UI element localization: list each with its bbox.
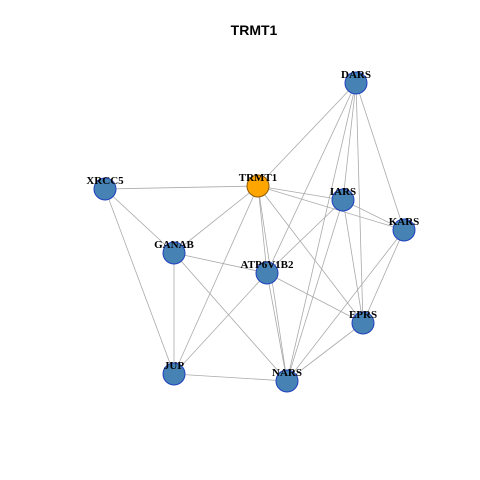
edge-ganab-atp6v1b2 [173, 252, 268, 274]
graph-title: TRMT1 [231, 22, 278, 38]
node-nars[interactable] [275, 369, 299, 393]
edge-kars-eprs [362, 229, 405, 324]
edge-eprs-atp6v1b2 [266, 272, 364, 324]
edge-atp6v1b2-nars [266, 272, 288, 382]
edge-iars-eprs [342, 199, 364, 324]
edge-trmt1-kars [257, 185, 405, 231]
edges-layer [104, 82, 405, 382]
node-label-atp6v1b2: ATP6V1B2 [241, 259, 294, 271]
edge-kars-nars [286, 229, 405, 382]
nodes-layer [93, 71, 416, 393]
edge-iars-nars [286, 199, 344, 382]
edge-xrcc5-jup [104, 188, 175, 375]
edge-trmt1-jup [173, 185, 259, 375]
node-label-kars: KARS [389, 216, 420, 228]
edge-iars-atp6v1b2 [266, 199, 344, 274]
node-label-xrcc5: XRCC5 [86, 175, 124, 187]
edge-trmt1-nars [257, 185, 288, 382]
node-label-jup: JUP [164, 360, 184, 372]
node-ganab[interactable] [162, 241, 186, 265]
edge-dars-atp6v1b2 [266, 82, 357, 274]
node-kars[interactable] [392, 218, 416, 242]
edge-dars-eprs [355, 82, 364, 324]
edge-xrcc5-ganab [104, 188, 175, 254]
edge-eprs-nars [286, 322, 364, 382]
edge-trmt1-ganab [173, 185, 259, 254]
node-label-iars: IARS [330, 186, 356, 198]
node-eprs[interactable] [351, 311, 375, 335]
node-atp6v1b2[interactable] [255, 261, 279, 285]
edge-trmt1-atp6v1b2 [257, 185, 268, 274]
edge-dars-nars [286, 82, 357, 382]
edge-atp6v1b2-jup [173, 272, 268, 375]
edge-dars-iars [342, 82, 357, 201]
node-label-trmt1: TRMT1 [239, 172, 278, 184]
node-label-dars: DARS [341, 69, 371, 81]
edge-dars-kars [355, 82, 405, 231]
node-label-ganab: GANAB [154, 239, 194, 251]
edge-jup-nars [173, 373, 288, 382]
edge-trmt1-dars [257, 82, 357, 187]
node-label-nars: NARS [272, 367, 302, 379]
node-label-eprs: EPRS [349, 309, 377, 321]
node-trmt1[interactable] [246, 174, 270, 198]
edge-ganab-nars [173, 252, 288, 382]
edge-trmt1-iars [257, 185, 344, 201]
node-iars[interactable] [331, 188, 355, 212]
edge-trmt1-xrcc5 [104, 185, 259, 190]
node-dars[interactable] [344, 71, 368, 95]
node-xrcc5[interactable] [93, 177, 117, 201]
edge-trmt1-eprs [257, 185, 364, 324]
node-jup[interactable] [162, 362, 186, 386]
